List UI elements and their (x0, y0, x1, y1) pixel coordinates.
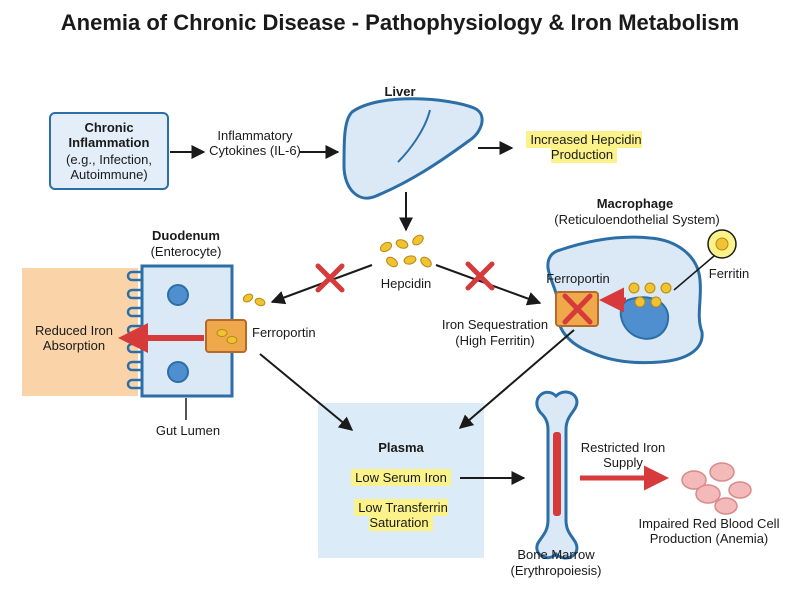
inflammation-box (49, 112, 169, 190)
ferritin-iron-dots (628, 282, 672, 308)
duodenum-ferroportin-label: Ferroportin (252, 325, 316, 340)
hepcidin-molecules (379, 234, 432, 268)
arrow-macrophage-to-plasma (458, 329, 575, 429)
macrophage-heading: Macrophage (596, 196, 674, 211)
macrophage-detail: (Reticuloendothelial System) (554, 212, 720, 227)
block-x-icon (315, 261, 495, 293)
liver-icon (342, 97, 484, 200)
restricted-supply-label: Restricted Iron Supply (580, 440, 666, 470)
arrow-duodenum-to-plasma (259, 353, 354, 431)
duodenum-ferroportin-icon (205, 319, 247, 353)
hepcidin-production-label: Increased Hepcidin Production (514, 131, 654, 163)
cytokines-label: Inflammatory Cytokines (IL-6) (209, 128, 301, 158)
gut-lumen-label: Gut Lumen (155, 423, 221, 438)
page-title: Anemia of Chronic Disease - Pathophysiol… (60, 10, 740, 35)
duodenum-detail: (Enterocyte) (150, 244, 222, 259)
ferritin-label: Ferritin (708, 266, 750, 281)
sequestration-label: Iron Sequestration (441, 317, 549, 332)
hepcidin-label: Hepcidin (380, 276, 432, 291)
duodenum-heading: Duodenum (152, 228, 220, 243)
liver-label: Liver (384, 84, 416, 99)
plasma-heading: Plasma (378, 440, 424, 455)
low-serum-iron-label: Low Serum Iron (318, 469, 484, 486)
impaired-production-label: Impaired Red Blood Cell Production (Anem… (638, 516, 780, 546)
red-blood-cells-icon (681, 462, 752, 515)
bone-marrow-detail: (Erythropoiesis) (510, 563, 602, 578)
inflammation-detail: (e.g., Infection, Autoimmune) (66, 152, 152, 182)
bone-marrow-label: Bone Marrow (517, 547, 595, 562)
inflammation-heading: Chronic Inflammation (68, 120, 150, 150)
reduced-absorption-label: Reduced Iron Absorption (34, 323, 114, 353)
macrophage-ferroportin-label: Ferroportin (546, 271, 610, 286)
high-ferritin-label: (High Ferritin) (455, 333, 535, 348)
low-transferrin-label: Low Transferrin Saturation (336, 499, 466, 531)
